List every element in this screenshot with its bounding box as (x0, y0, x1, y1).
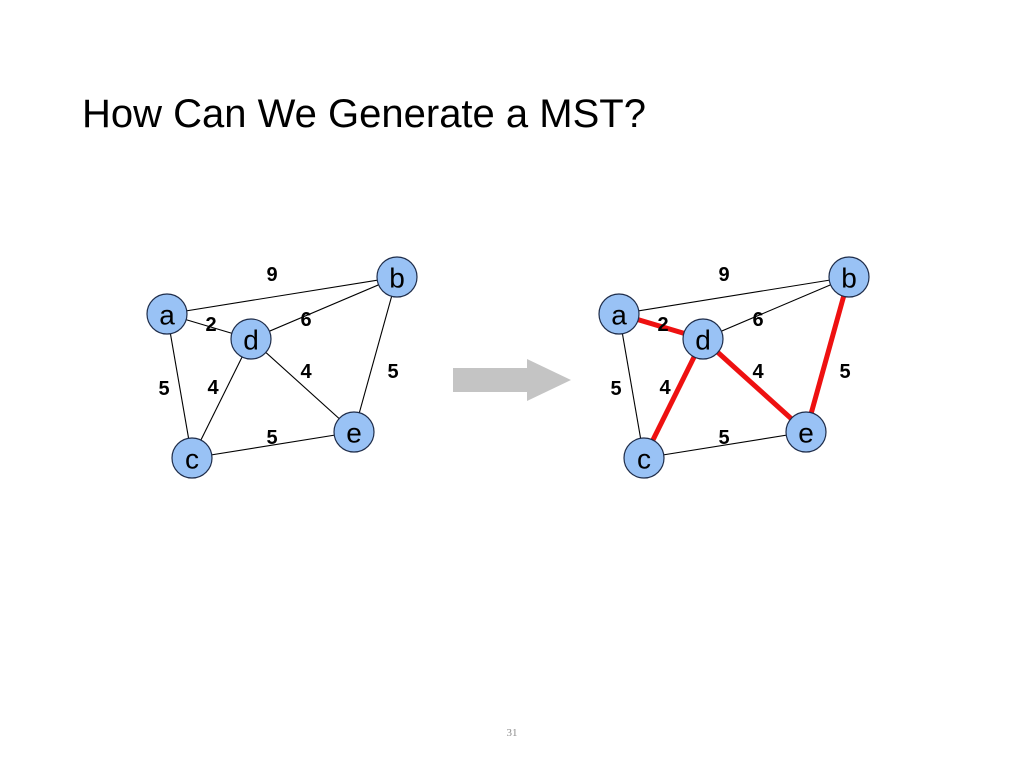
mst-node-label-e: e (798, 418, 814, 449)
mst-node-label-c: c (637, 444, 651, 475)
original-weight-a-c: 5 (158, 378, 169, 400)
original-weight-c-e: 5 (266, 427, 277, 449)
page-number: 31 (506, 727, 518, 739)
original-node-a (146, 293, 188, 335)
mst-weight-c-e: 5 (718, 427, 729, 449)
mst-edge-a-c (618, 313, 645, 459)
mst-weight-b-e: 5 (839, 361, 850, 383)
original-node-label-a: a (159, 300, 175, 331)
mst-weight-a-d: 2 (657, 314, 668, 336)
graph-original: 9 2 6 5 4 4 5 5 a b c d e (146, 256, 418, 479)
slide-title: How Can We Generate a MST? (82, 92, 646, 136)
original-node-label-e: e (346, 418, 362, 449)
original-edge-d-e (250, 338, 355, 433)
original-node-d (230, 318, 272, 360)
mst-weight-d-e: 4 (752, 361, 764, 383)
mst-weight-d-c: 4 (659, 377, 671, 399)
original-edge-a-b (166, 276, 398, 315)
original-node-label-d: d (243, 325, 259, 356)
graph-mst: 9 2 6 5 4 4 5 5 a b c d e (598, 256, 870, 479)
original-weight-a-d: 2 (205, 314, 216, 336)
original-node-b (376, 256, 418, 298)
mst-edge-b-e-mst (803, 276, 852, 433)
original-weight-d-b: 6 (300, 309, 311, 331)
original-node-e (333, 411, 375, 453)
mst-node-c (623, 437, 665, 479)
mst-node-e (785, 411, 827, 453)
mst-node-label-a: a (611, 300, 627, 331)
original-weight-d-c: 4 (207, 377, 219, 399)
mst-node-label-b: b (841, 263, 857, 294)
mst-edge-c-e (643, 431, 807, 459)
original-node-label-b: b (389, 263, 405, 294)
mst-edge-d-e-mst (701, 337, 808, 434)
original-weight-a-b: 9 (266, 264, 277, 286)
original-edge-b-e (353, 276, 398, 433)
original-edge-a-c (166, 313, 193, 459)
original-weight-b-e: 5 (387, 361, 398, 383)
mst-edge-d-b (702, 276, 850, 340)
mst-weight-a-b: 9 (718, 264, 729, 286)
mst-edge-d-c-mst (641, 337, 706, 460)
mst-weight-a-c: 5 (610, 378, 621, 400)
mst-node-d (682, 318, 724, 360)
mst-edge-a-b (618, 276, 850, 315)
original-weight-d-e: 4 (300, 361, 312, 383)
mst-node-b (828, 256, 870, 298)
original-node-c (171, 437, 213, 479)
original-node-label-c: c (185, 444, 199, 475)
right-arrow-icon (453, 359, 571, 401)
mst-weight-d-b: 6 (752, 309, 763, 331)
original-edge-d-b (250, 276, 398, 340)
original-edge-c-e (191, 431, 355, 459)
mst-node-label-d: d (695, 325, 711, 356)
mst-node-a (598, 293, 640, 335)
original-edge-d-c (191, 338, 252, 459)
